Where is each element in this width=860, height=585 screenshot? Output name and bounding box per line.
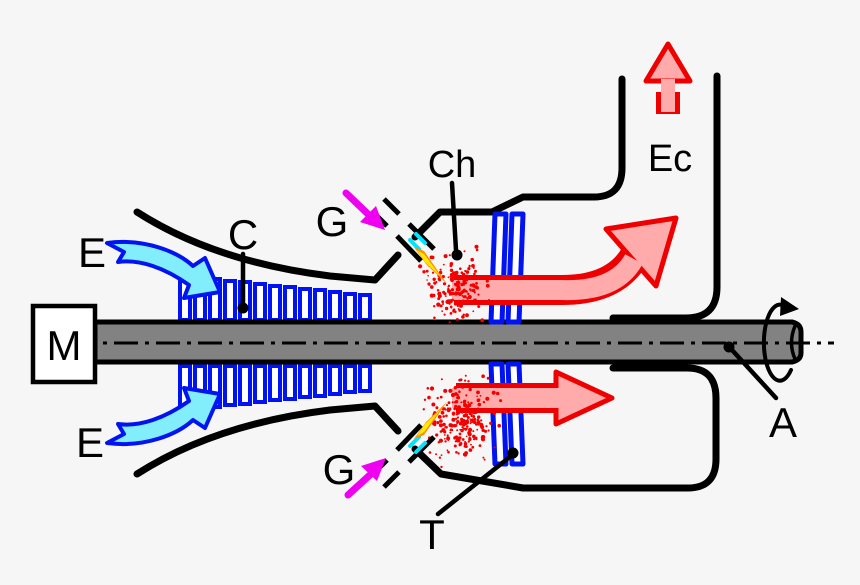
chamber-pointer-dot xyxy=(451,249,463,261)
engine-casing xyxy=(133,72,721,492)
turbine-blade xyxy=(505,211,526,325)
injector-tube-top xyxy=(370,197,436,263)
flame-inner-top xyxy=(417,250,441,277)
shaft-rotation-indicator xyxy=(761,297,799,383)
annotations: E E C Ch Ec T A G G xyxy=(76,138,797,558)
starter-motor: M xyxy=(30,303,98,385)
compressor-label: C xyxy=(228,211,258,258)
motor-box xyxy=(30,303,98,385)
drive-shaft xyxy=(72,319,834,365)
chamber-label: Ch xyxy=(428,144,477,186)
fuel-spray-dashes-top xyxy=(408,232,427,251)
turbine-pointer-dot xyxy=(507,447,519,459)
fuel-label-top: G xyxy=(316,198,349,245)
exhaust-up-arrow-head xyxy=(643,41,693,84)
injector-tube-bottom xyxy=(370,423,436,489)
combustion-spray-bottom xyxy=(422,374,503,469)
axle-pointer-line xyxy=(729,347,779,401)
flame-inner-bottom xyxy=(417,409,441,436)
intake-casing-bottom xyxy=(133,402,402,478)
intake-casing-top xyxy=(133,208,402,284)
shaft-body xyxy=(92,319,804,365)
fuel-label-bottom: G xyxy=(323,446,356,493)
motor-label: M xyxy=(47,322,82,369)
combustor-casing-top xyxy=(411,75,626,241)
fuel-arrow-bottom xyxy=(344,470,375,499)
fuel-arrow-head-bottom xyxy=(361,458,386,481)
turbine-pointer-line xyxy=(435,453,514,517)
fuel-injector-top xyxy=(370,197,447,284)
turbine-label: T xyxy=(419,511,445,558)
hot-gas-straight-arrow-head xyxy=(553,369,615,427)
turbine-blade xyxy=(488,211,509,325)
exhaust-label: Ec xyxy=(648,138,692,180)
exhaust-outer-wall-top xyxy=(609,72,721,322)
intake-air-arrow-bottom xyxy=(105,386,222,446)
chamber-pointer-line xyxy=(449,180,459,253)
compressor-pointer-dot xyxy=(237,302,249,314)
intake-air-arrow-top xyxy=(105,240,222,300)
fuel-injector-bottom xyxy=(370,402,447,489)
fuel-arrow-head-top xyxy=(360,206,385,230)
fuel-spray-dashes-bottom xyxy=(408,435,427,454)
air-intake-label-top: E xyxy=(78,229,106,276)
rotation-arrow-head xyxy=(780,297,799,316)
hot-gas-flow-arrows xyxy=(452,41,693,427)
intake-air-arrows xyxy=(105,240,222,446)
fuel-arrow-top xyxy=(342,189,373,219)
axle-pointer-dot xyxy=(723,341,735,353)
hot-gas-curved-arrow-shaft xyxy=(452,253,643,301)
axle-label: A xyxy=(769,399,797,446)
rotation-arc xyxy=(761,302,793,383)
combustor-casing-bottom xyxy=(411,364,720,492)
fuel-inlet-arrows xyxy=(342,189,386,499)
air-intake-label-bottom: E xyxy=(76,419,104,466)
